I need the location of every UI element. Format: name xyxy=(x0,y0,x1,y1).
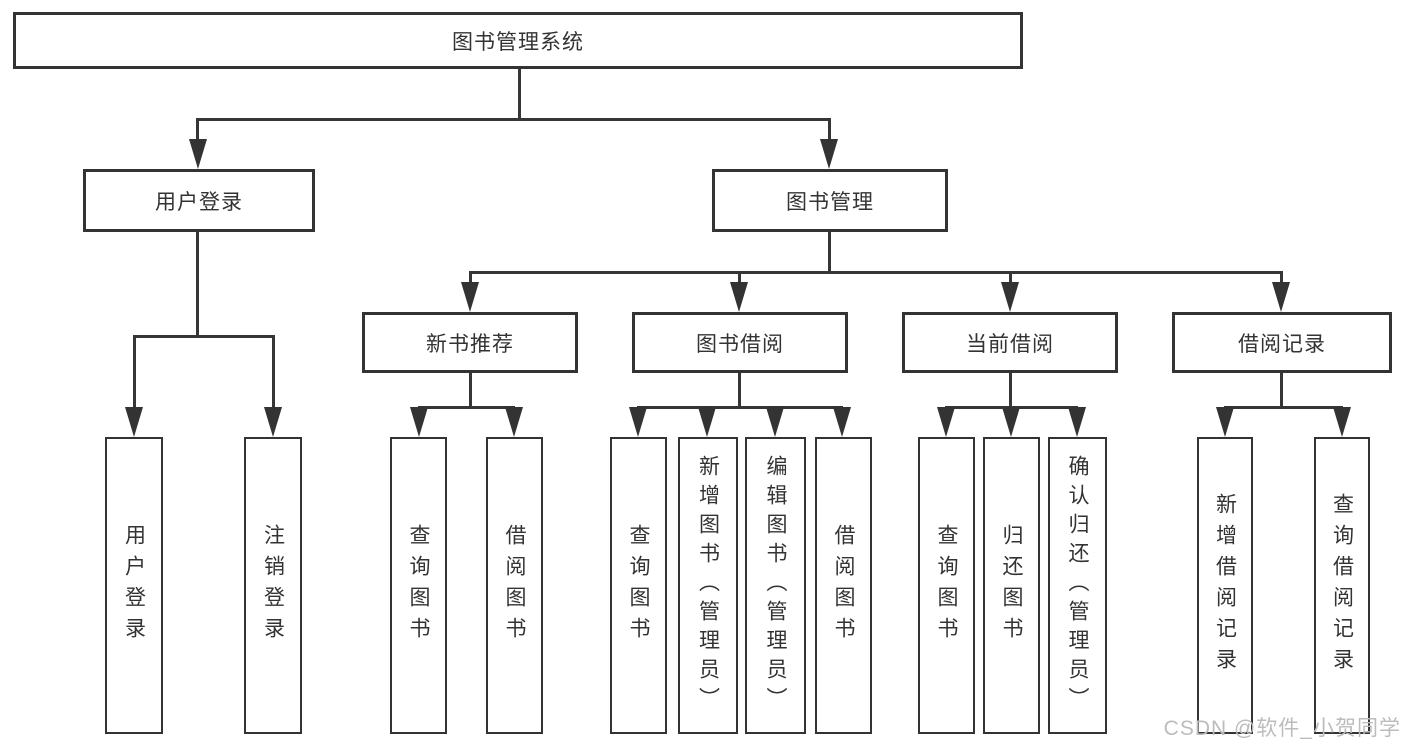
leaf-logout: 注销登录 xyxy=(244,437,302,734)
leaf-label: 归还图书 xyxy=(1000,523,1023,648)
arrow-down-icon xyxy=(629,407,647,437)
arrow-down-icon xyxy=(1002,407,1020,437)
leaf-confirm-return-admin: 确认归还（管理员） xyxy=(1048,437,1107,734)
node-label: 新书推荐 xyxy=(426,332,514,356)
leaf-borrow-books-1: 借阅图书 xyxy=(486,437,543,734)
connector-user-login-bus xyxy=(133,335,274,338)
connector-drop xyxy=(1009,271,1012,289)
leaf-label: 新增图书（管理员） xyxy=(696,455,720,716)
node-book-borrow: 图书借阅 xyxy=(632,312,848,373)
connector-book-borrow-bus xyxy=(637,406,843,409)
node-borrow-records: 借阅记录 xyxy=(1172,312,1392,373)
leaf-query-books-2: 查询图书 xyxy=(610,437,667,734)
leaf-label: 查询图书 xyxy=(407,523,430,648)
node-label: 图书管理 xyxy=(786,190,874,214)
connector-drop xyxy=(828,118,831,146)
arrow-down-icon xyxy=(1068,407,1086,437)
arrow-down-icon xyxy=(410,407,428,437)
connector-level2-bus xyxy=(197,118,830,121)
leaf-label: 注销登录 xyxy=(261,523,285,648)
connector-user-login-stub xyxy=(196,232,199,337)
connector-records-stub xyxy=(1280,373,1283,408)
connector-new-book-bus xyxy=(418,406,515,409)
arrow-down-icon xyxy=(820,139,838,169)
arrow-down-icon xyxy=(125,407,143,437)
leaf-label: 借阅图书 xyxy=(832,523,855,648)
node-book-management: 图书管理 xyxy=(712,169,948,232)
leaf-query-borrow-record: 查询借阅记录 xyxy=(1314,437,1370,734)
arrow-down-icon xyxy=(461,282,479,312)
arrow-down-icon xyxy=(264,407,282,437)
leaf-return-books: 归还图书 xyxy=(983,437,1040,734)
arrow-down-icon xyxy=(766,407,784,437)
leaf-label: 查询图书 xyxy=(935,523,958,648)
connector-current-borrow-stub xyxy=(1009,373,1012,408)
leaf-add-books-admin: 新增图书（管理员） xyxy=(678,437,738,734)
leaf-edit-books-admin: 编辑图书（管理员） xyxy=(745,437,806,734)
connector-root-stub xyxy=(518,69,521,120)
node-current-borrow: 当前借阅 xyxy=(902,312,1118,373)
leaf-label: 借阅图书 xyxy=(503,523,526,648)
node-label: 当前借阅 xyxy=(966,332,1054,356)
arrow-down-icon xyxy=(937,407,955,437)
connector-drop xyxy=(196,118,199,146)
arrow-down-icon xyxy=(698,407,716,437)
arrow-down-icon xyxy=(505,407,523,437)
connector-level3-bus xyxy=(469,271,1282,274)
leaf-user-login: 用户登录 xyxy=(105,437,163,734)
leaf-borrow-books-2: 借阅图书 xyxy=(815,437,872,734)
leaf-label: 编辑图书（管理员） xyxy=(764,455,787,716)
connector-drop xyxy=(738,271,741,289)
connector-drop xyxy=(133,335,136,413)
connector-book-mgmt-stub xyxy=(828,232,831,273)
connector-book-borrow-stub xyxy=(738,373,741,408)
leaf-query-books-3: 查询图书 xyxy=(918,437,975,734)
leaf-add-borrow-record: 新增借阅记录 xyxy=(1197,437,1253,734)
arrow-down-icon xyxy=(1272,282,1290,312)
connector-drop xyxy=(1280,271,1283,289)
node-new-book-recommend: 新书推荐 xyxy=(362,312,578,373)
node-label: 图书借阅 xyxy=(696,332,784,356)
leaf-label: 用户登录 xyxy=(122,523,146,648)
connector-new-book-stub xyxy=(469,373,472,408)
leaf-label: 确认归还（管理员） xyxy=(1066,455,1089,716)
node-user-login: 用户登录 xyxy=(83,169,315,232)
arrow-down-icon xyxy=(833,407,851,437)
arrow-down-icon xyxy=(1216,407,1234,437)
connector-records-bus xyxy=(1224,406,1343,409)
node-root-library-system: 图书管理系统 xyxy=(13,12,1023,69)
arrow-down-icon xyxy=(189,139,207,169)
leaf-label: 查询借阅记录 xyxy=(1330,492,1354,679)
arrow-down-icon xyxy=(730,282,748,312)
arrow-down-icon xyxy=(1333,407,1351,437)
arrow-down-icon xyxy=(1001,282,1019,312)
node-label: 图书管理系统 xyxy=(452,30,584,54)
connector-drop xyxy=(272,335,275,413)
leaf-label: 查询图书 xyxy=(627,523,650,648)
leaf-label: 新增借阅记录 xyxy=(1213,492,1237,679)
node-label: 借阅记录 xyxy=(1238,332,1326,356)
node-label: 用户登录 xyxy=(155,190,243,214)
csdn-watermark: CSDN @软件_小贺同学 xyxy=(1163,717,1401,740)
connector-drop xyxy=(469,271,472,289)
leaf-query-books-1: 查询图书 xyxy=(390,437,447,734)
